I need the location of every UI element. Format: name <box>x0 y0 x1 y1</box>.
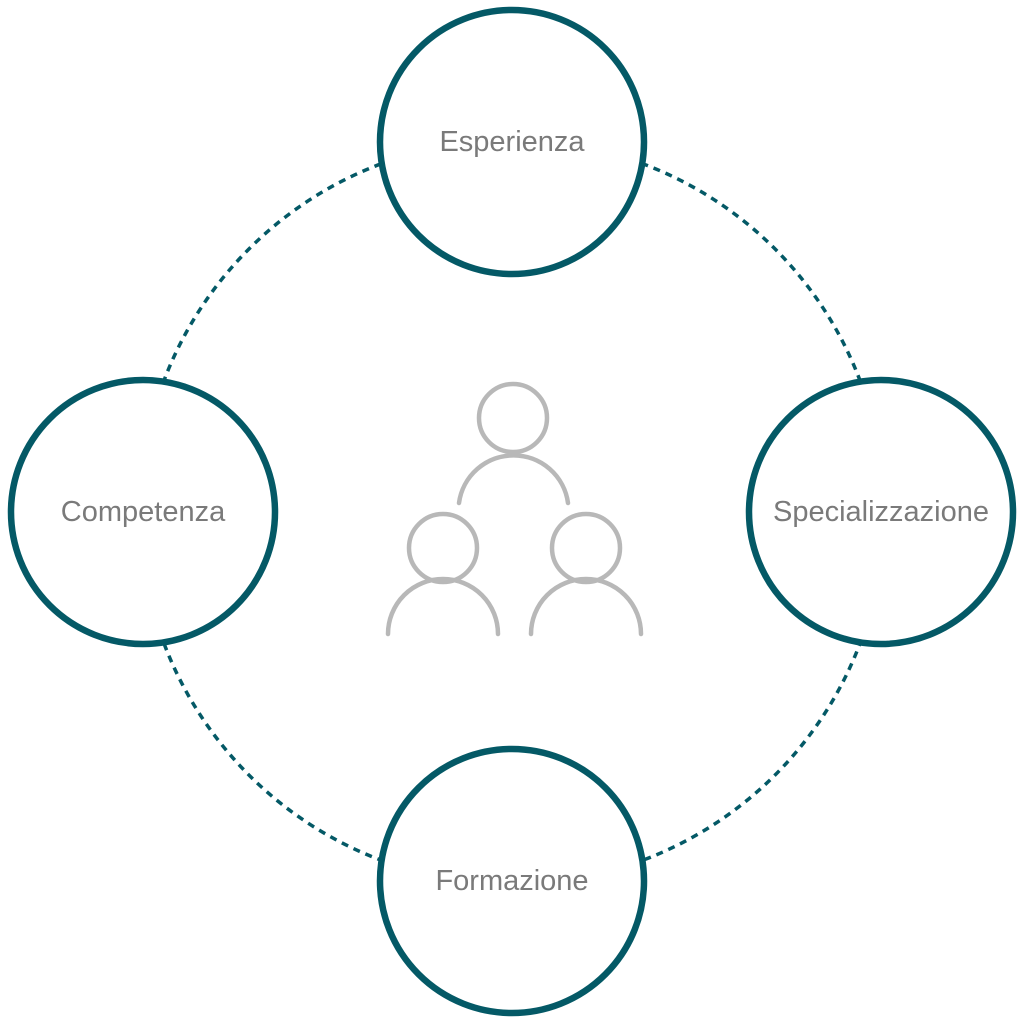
node-specializzazione: Specializzazione <box>745 376 1017 648</box>
node-competenza: Competenza <box>7 376 279 648</box>
node-circle-esperienza <box>376 6 648 278</box>
node-label-esperienza: Esperienza <box>439 126 585 158</box>
people-group-icon <box>385 381 644 637</box>
node-label-competenza: Competenza <box>61 496 226 528</box>
node-circle-specializzazione <box>745 376 1017 648</box>
node-circle-competenza <box>7 376 279 648</box>
node-circle-formazione <box>376 745 648 1017</box>
person-head-left <box>406 511 480 585</box>
node-label-specializzazione: Specializzazione <box>773 496 989 528</box>
node-formazione: Formazione <box>376 745 648 1017</box>
person-head-top <box>476 381 550 455</box>
person-body-right <box>528 576 644 637</box>
node-label-formazione: Formazione <box>435 865 588 897</box>
person-head-right <box>549 511 623 585</box>
person-body-top <box>456 453 571 506</box>
person-body-left <box>385 576 501 637</box>
node-esperienza: Esperienza <box>376 6 648 278</box>
